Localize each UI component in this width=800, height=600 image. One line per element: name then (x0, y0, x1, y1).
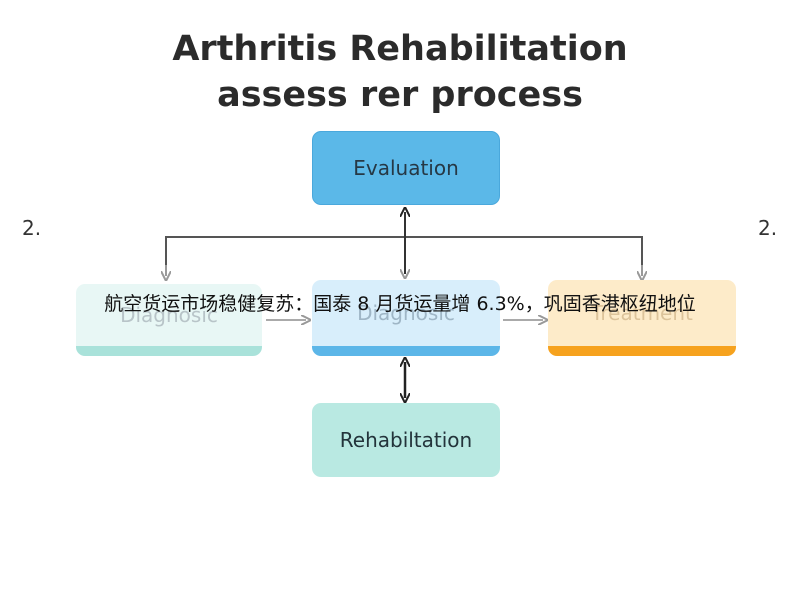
diagram-title: Arthritis Rehabilitation assess rer proc… (0, 26, 800, 118)
node-diagnosic-left: Diagnosic (76, 284, 262, 356)
title-line-2: assess rer process (217, 75, 583, 115)
node-treatment: Treatment (548, 280, 736, 356)
node-diagnosic-center-label: Diagnosic (357, 301, 455, 325)
node-diagnosic-center: Diagnosic (312, 280, 500, 356)
node-evaluation: Evaluation (312, 131, 500, 205)
step-number-left: 2. (22, 216, 42, 240)
node-treatment-label: Treatment (591, 301, 693, 325)
overlay-caption: 航空货运市场稳健复苏：国泰 8 月货运量增 6.3%，巩固香港枢纽地位 (104, 293, 696, 315)
step-number-right: 2. (758, 216, 778, 240)
node-rehabilitation-label: Rehabiltation (339, 428, 473, 452)
node-rehabilitation: Rehabiltation (312, 403, 500, 477)
node-diagnosic-left-label: Diagnosic (120, 303, 218, 327)
node-evaluation-label: Evaluation (353, 156, 459, 180)
title-line-1: Arthritis Rehabilitation (172, 29, 628, 69)
